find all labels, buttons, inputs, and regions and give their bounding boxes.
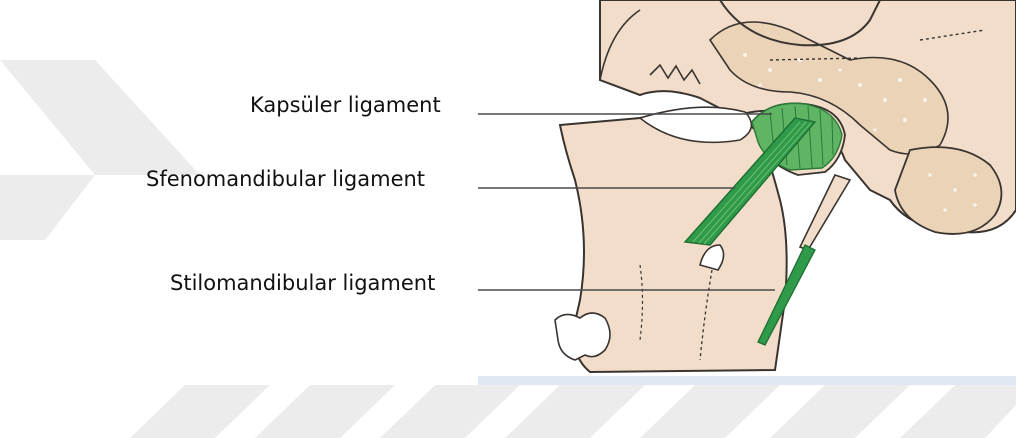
label-capsular-ligament: Kapsüler ligament <box>250 95 441 116</box>
label-stylomandibular-ligament: Stilomandibular ligament <box>170 273 435 294</box>
styloid-process <box>800 175 850 250</box>
baseline-band <box>478 376 1016 385</box>
label-sphenomandibular-ligament: Sfenomandibular ligament <box>146 169 425 190</box>
molar-tooth <box>555 313 610 360</box>
